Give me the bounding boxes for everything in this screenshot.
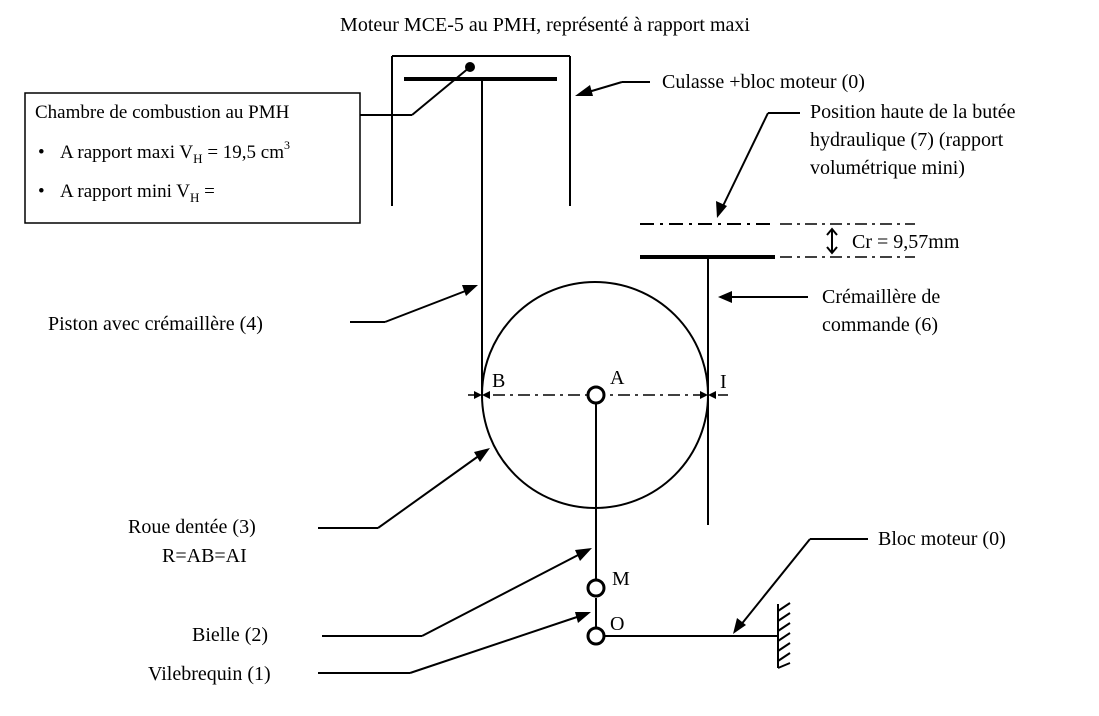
pin-o (586, 626, 606, 646)
arrow-culasse (575, 81, 650, 96)
label-butee-1: Position haute de la butée (810, 101, 1016, 123)
bullet-maxi: • (38, 142, 45, 163)
pin-m (586, 578, 606, 598)
arrow-vilebrequin (318, 612, 591, 674)
cr-dimension-icon (826, 227, 838, 255)
diagram-title: Moteur MCE-5 au PMH, représenté à rappor… (340, 14, 750, 36)
label-point-m: M (612, 568, 630, 590)
label-butee-3: volumétrique mini) (810, 157, 965, 179)
label-roue-2: R=AB=AI (162, 545, 247, 567)
cylinder-head (391, 55, 571, 206)
piston-rack (404, 77, 557, 398)
label-point-b: B (492, 370, 505, 392)
combustion-chamber-box: Chambre de combustion au PMH • A rapport… (24, 92, 361, 224)
point-b-marker (474, 391, 482, 399)
chamber-title: Chambre de combustion au PMH (35, 102, 290, 123)
label-vilebrequin: Vilebrequin (1) (148, 663, 271, 685)
label-bielle: Bielle (2) (192, 624, 268, 646)
label-culasse: Culasse +bloc moteur (0) (662, 71, 865, 93)
label-point-i: I (720, 371, 727, 393)
point-i-marker (700, 391, 708, 399)
arrow-butee (716, 112, 800, 218)
pin-a (586, 385, 606, 405)
label-bloc-moteur: Bloc moteur (0) (878, 528, 1006, 550)
label-butee-2: hydraulique (7) (rapport (810, 129, 1004, 151)
arrow-bielle (322, 548, 592, 637)
label-cremaillere-2: commande (6) (822, 314, 938, 336)
bullet-mini: • (38, 181, 45, 202)
chamber-leader (360, 62, 475, 116)
label-piston: Piston avec crémaillère (4) (48, 313, 263, 335)
arrow-cremaillere (718, 291, 808, 303)
arrow-bloc-moteur (733, 538, 868, 634)
chamber-mini: A rapport mini VH = (60, 181, 215, 205)
label-point-o: O (610, 613, 624, 635)
label-cremaillere-1: Crémaillère de (822, 286, 940, 308)
arrow-roue (318, 448, 490, 529)
label-cr: Cr = 9,57mm (852, 231, 960, 253)
label-roue-1: Roue dentée (3) (128, 516, 256, 538)
chamber-maxi: A rapport maxi VH = 19,5 cm3 (60, 138, 290, 166)
label-point-a: A (610, 367, 625, 389)
ground-hatch-icon (777, 602, 791, 669)
arrow-piston (350, 285, 478, 323)
